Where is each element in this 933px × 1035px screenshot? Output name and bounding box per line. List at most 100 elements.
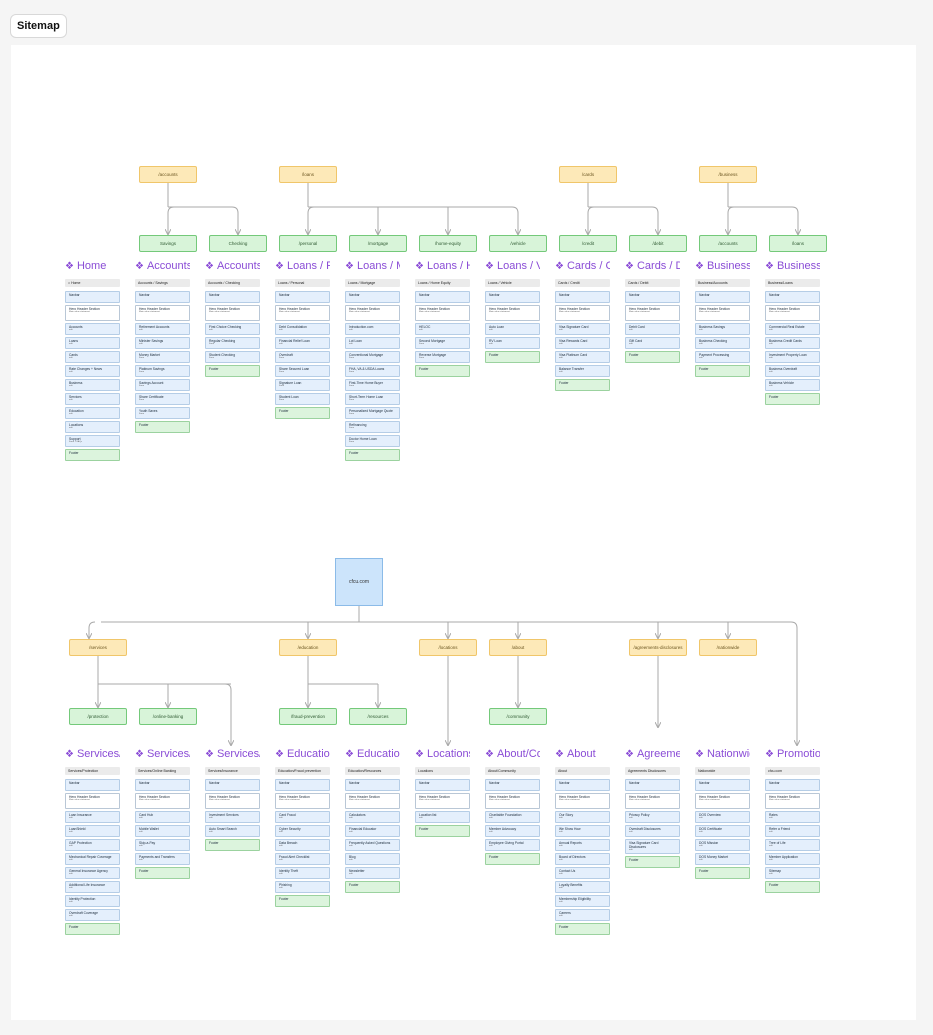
navbar-block[interactable]: Navbar — [625, 779, 680, 791]
footer-block[interactable]: Footer — [765, 881, 820, 893]
column-header[interactable]: ❖Loans / Vehicle — [485, 260, 540, 272]
navbar-block[interactable]: Navbar — [695, 779, 750, 791]
navbar-block[interactable]: Navbar — [485, 291, 540, 303]
navbar-block[interactable]: Navbar — [765, 779, 820, 791]
footer-block[interactable]: Footer — [695, 365, 750, 377]
route-node-business[interactable]: /business — [699, 166, 757, 183]
route-node-savings[interactable]: Savings — [139, 235, 197, 252]
navbar-block[interactable]: Navbar — [65, 779, 120, 791]
navbar-block[interactable]: Navbar — [625, 291, 680, 303]
navbar-block[interactable]: Navbar — [415, 291, 470, 303]
footer-block[interactable]: Footer — [65, 449, 120, 461]
route-node-debit[interactable]: /debit — [629, 235, 687, 252]
column-header[interactable]: ❖Services/Protection — [65, 748, 120, 760]
footer-block[interactable]: Footer — [625, 856, 680, 868]
footer-block[interactable]: Footer — [765, 393, 820, 405]
column-header[interactable]: ❖Services/Online Banking — [135, 748, 190, 760]
route-node-vehicle[interactable]: /vehicle — [489, 235, 547, 252]
column-header[interactable]: ❖Loans / Home Equity — [415, 260, 470, 272]
footer-block[interactable]: Footer — [65, 923, 120, 935]
column-header[interactable]: ❖About/Community — [485, 748, 540, 760]
footer-block[interactable]: Footer — [695, 867, 750, 879]
route-node-fraud-prevention[interactable]: /fraud-prevention — [279, 708, 337, 725]
route-node-credit[interactable]: /credit — [559, 235, 617, 252]
footer-block[interactable]: Footer — [345, 449, 400, 461]
route-node-home-equity[interactable]: /home-equity — [419, 235, 477, 252]
footer-block[interactable]: Footer — [625, 351, 680, 363]
column-header[interactable]: ❖Cards / Debit — [625, 260, 680, 272]
footer-block[interactable]: Footer — [135, 421, 190, 433]
footer-block[interactable]: Footer — [345, 881, 400, 893]
route-node-loans[interactable]: /loans — [769, 235, 827, 252]
column-header[interactable]: ❖Locations — [415, 748, 470, 760]
navbar-block[interactable]: Navbar — [555, 779, 610, 791]
column-header[interactable]: ❖Accounts / Checking — [205, 260, 260, 272]
footer-block[interactable]: Footer — [275, 895, 330, 907]
route-node-locations[interactable]: /locations — [419, 639, 477, 656]
navbar-block[interactable]: Navbar — [275, 779, 330, 791]
sitemap-title-button[interactable]: Sitemap — [10, 14, 67, 38]
column-header[interactable]: ❖Accounts / Savings — [135, 260, 190, 272]
route-node-personal[interactable]: /personal — [279, 235, 337, 252]
route-node-accounts[interactable]: /accounts — [139, 166, 197, 183]
route-node-resources[interactable]: /resources — [349, 708, 407, 725]
column-header[interactable]: ❖Promotions — [765, 748, 820, 760]
column-header[interactable]: ❖Cards / Credit — [555, 260, 610, 272]
navbar-block[interactable]: Navbar — [275, 291, 330, 303]
route-node-cards[interactable]: /cards — [559, 166, 617, 183]
navbar-block[interactable]: Navbar — [555, 291, 610, 303]
navbar-block[interactable]: Navbar — [695, 291, 750, 303]
column-header[interactable]: ❖Agreements Disclosures — [625, 748, 680, 760]
footer-block[interactable]: Footer — [485, 351, 540, 363]
